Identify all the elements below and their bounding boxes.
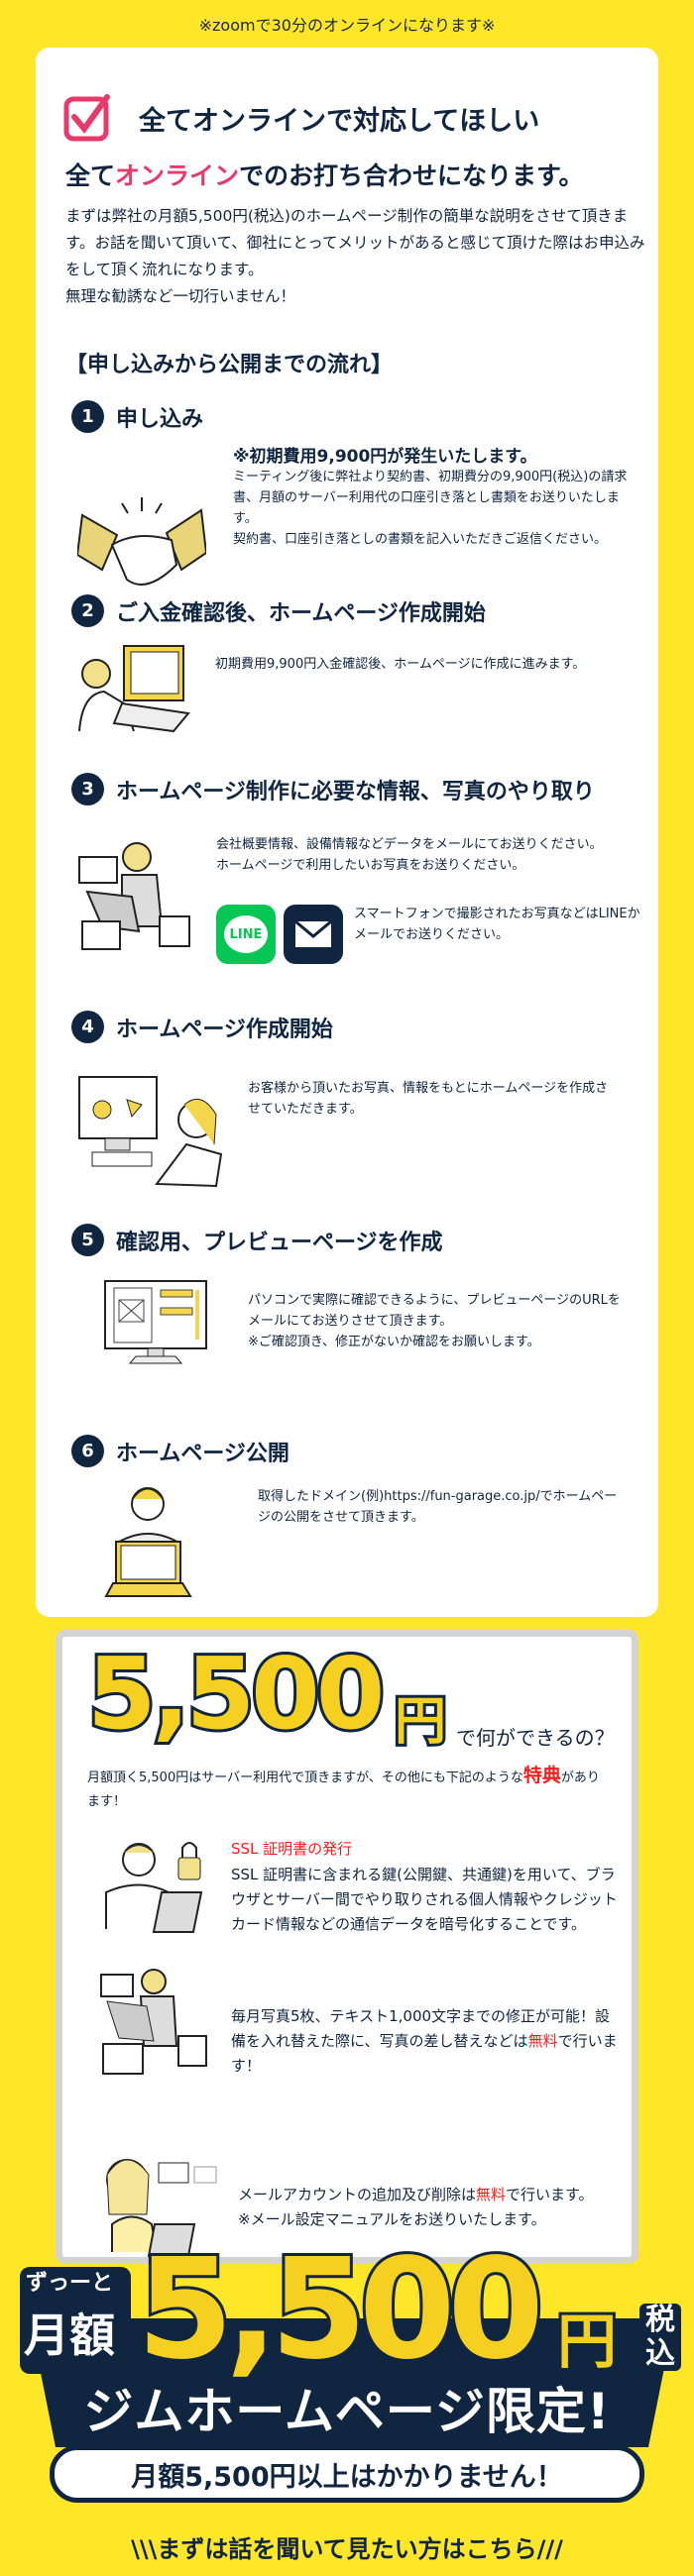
- handshake-illustration: [77, 497, 206, 586]
- mail-account-illustration: [106, 2159, 217, 2257]
- intro-title: 全てオンラインで対応してほしい: [139, 106, 540, 137]
- intro-paragraph: まずは弊社の月額5,500円(税込)のホームページ制作の簡単な説明をさせて頂きま…: [65, 207, 645, 305]
- laptop-presenter-illustration: [104, 1487, 192, 1597]
- banner-price: 5,500: [134, 2229, 547, 2391]
- step-2-text: 初期費用9,900円入金確認後、ホームページに作成に進みます。: [215, 657, 586, 672]
- ssl-text: SSL 証明書に含まれる鍵(公開鍵、共通鍵)を用いて、ブラウザとサーバー間でやり…: [231, 1866, 618, 1933]
- mail-account-text: メールアカウントの追加及び削除は無料で行います。※メール設定マニュアルをお送りい…: [238, 2186, 594, 2228]
- gym-homepage-limited: ジムホームページ限定!: [83, 2383, 611, 2440]
- edit-text: 毎月写真5枚、テキスト1,000文字までの修正が可能！設備を入れ替えた際に、写真…: [231, 2007, 618, 2075]
- price-banner-bg: [30, 2318, 674, 2447]
- always-label: ずっーと: [26, 2271, 114, 2296]
- step-1-text: ※初期費用9,900円が発生いたします。ミーティング後に弊社より契約書、初期費分…: [233, 447, 628, 547]
- tax-included-label: 税込: [639, 2304, 681, 2371]
- step-6-text: 取得したドメイン(例)https://fun-garage.co.jp/でホーム…: [258, 1489, 618, 1525]
- cta-heading[interactable]: \\\まずは話を聞いて見たい方はこちら///: [131, 2535, 563, 2563]
- designer-illustration: [78, 1076, 223, 1188]
- intro-subtitle: 全てオンラインでのお打ち合わせになります。: [65, 161, 584, 190]
- zoom-note: ※zoomで30分のオンラインになります※: [198, 16, 496, 35]
- step-3-extra: スマートフォンで撮影されたお写真などはLINEかメールでお送りください。: [354, 907, 640, 942]
- line-button[interactable]: LINE: [216, 905, 276, 964]
- no-extra-fee-pill: 月額5,500円以上はかかりません！: [50, 2445, 644, 2503]
- mail-icon: [295, 921, 331, 947]
- checkbox-icon: [63, 94, 110, 142]
- preview-monitor-illustration: [104, 1280, 207, 1364]
- flow-title: 【申し込みから公開までの流れ】: [65, 353, 394, 377]
- photo-edit-illustration: [100, 1969, 207, 2075]
- monthly-tag-bg: [20, 2267, 131, 2374]
- mail-button[interactable]: [284, 905, 343, 964]
- data-exchange-illustration: [78, 842, 190, 950]
- benefits-intro: 月額頂く5,500円はサーバー利用代で頂きますが、その他にも下記のような特典があ…: [87, 1765, 600, 1809]
- benefits-box: [56, 1630, 638, 2264]
- ssl-illustration: [105, 1842, 203, 1933]
- step-3-text: 会社概要情報、設備情報などデータをメールにてお送りください。ホームページで利用し…: [216, 837, 603, 873]
- line-icon: LINE: [224, 915, 268, 953]
- benefits-yen: 円: [392, 1692, 449, 1752]
- flow-card: [36, 48, 658, 1617]
- benefits-question: で何ができるの？: [456, 1726, 615, 1750]
- banner-yen: 円: [554, 2308, 620, 2377]
- step-5-text: パソコンで実際に確認できるように、プレビューページのURLをメールにてお送りさせ…: [248, 1293, 621, 1349]
- laptop-person-illustration: [78, 645, 190, 733]
- step-4-text: お客様から頂いたお写真、情報をもとにホームページを作成させていただきます。: [248, 1081, 609, 1117]
- monthly-label: 月額: [24, 2308, 115, 2362]
- ssl-title: SSL 証明書の発行: [231, 1840, 353, 1858]
- benefits-price: 5,500: [84, 1636, 388, 1752]
